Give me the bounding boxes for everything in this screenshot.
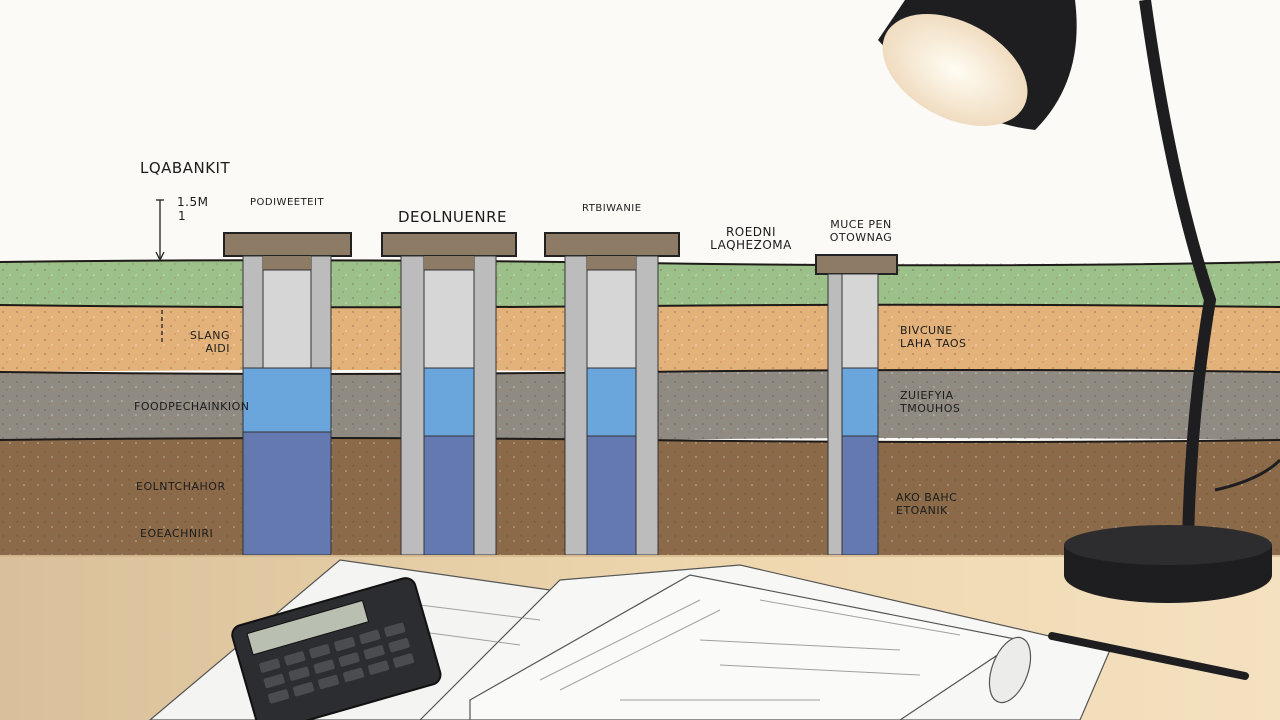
pile-label-5: MUCE PEN OTOWNAG: [829, 218, 893, 244]
pile-4: [815, 254, 898, 556]
pile-label-4: ROEDNI LAQHEZOMA: [710, 225, 792, 252]
pile-label-1: PODIWEETEIT: [250, 197, 325, 208]
layer-label-sand: SLANG AIDI: [189, 329, 230, 355]
calculator: [231, 577, 442, 720]
pile-1: [223, 232, 352, 556]
dimension-sub: 1: [178, 209, 187, 223]
right-label-sand: BIVCUNE LAHA TAOS: [900, 324, 967, 350]
pile-3: [544, 232, 680, 556]
dimension-arrow: [155, 199, 165, 345]
pen: [1048, 632, 1249, 680]
right-label-bedrock: AKO BAHC ETOANIK: [896, 491, 958, 517]
layer-label-deep: EOEACHNIRI: [140, 527, 214, 540]
pile-2: [381, 232, 517, 556]
dimension-value: 1.5m: [177, 195, 209, 209]
desk-lamp: [878, 0, 1280, 603]
right-label-clay: ZUIEFYIA TMOUHOS: [900, 389, 961, 415]
diagram-title: LQABANKIT: [140, 159, 231, 177]
blueprint-papers: [149, 559, 1111, 720]
layer-label-bedrock: EOLNTCHAHOR: [136, 480, 226, 493]
layer-label-clay: FOODPECHAINKION: [134, 400, 250, 413]
pile-label-3: RTBIWANIE: [582, 203, 642, 214]
pile-label-2: DEOLNUENRE: [398, 208, 507, 226]
